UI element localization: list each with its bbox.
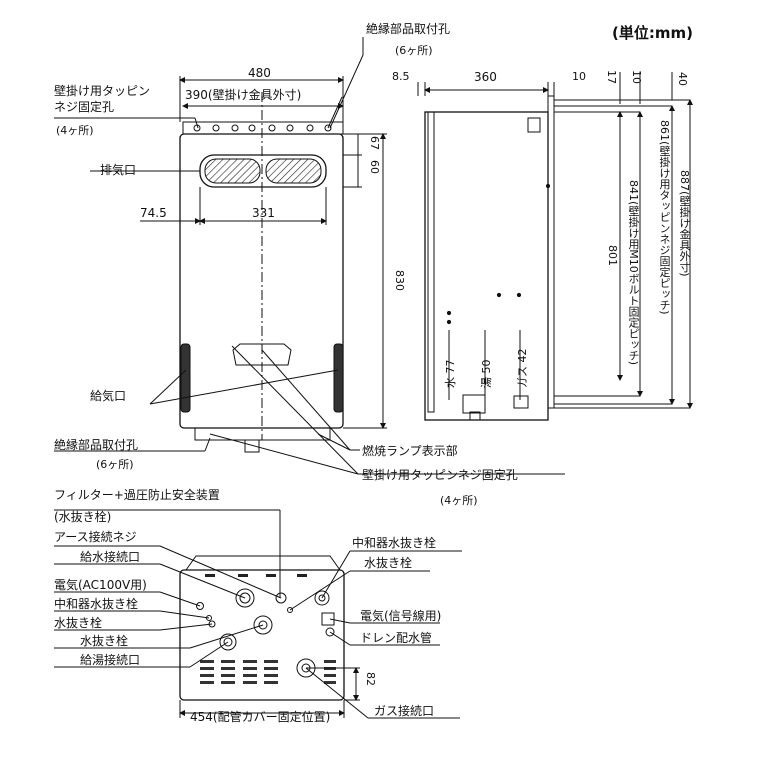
dim-height: 830 (393, 270, 406, 291)
bottom-slots (205, 574, 307, 577)
exhaust-label: 排気口 (100, 163, 137, 177)
power-signal-label: 電気(信号線用) (360, 609, 442, 623)
earth-screw-port (275, 592, 287, 604)
bottom-fittings (194, 427, 331, 441)
burn-lamp-window (232, 343, 292, 366)
bottom-body (179, 569, 345, 701)
wall-screw-label-2: ネジ固定孔 (54, 100, 115, 114)
dim-841: 841(壁掛け用M10ボルト固定ピッチ) (627, 180, 640, 366)
leader-intake-l (149, 369, 187, 405)
cover-pos-label: 454(配管カバー固定位置) (190, 710, 331, 724)
insulation-bottom-label: 絶縁部品取付孔 (54, 438, 139, 452)
dim-10a: 10 (572, 70, 586, 83)
insulation-top-label: 絶縁部品取付孔 (366, 22, 451, 36)
top-bracket (182, 121, 344, 135)
wall-screw-label-1: 壁掛け用タッピン (54, 84, 151, 98)
unit-label: (単位:mm) (612, 24, 693, 42)
dim-861: 861(壁掛け用タッピンネジ固定ピッチ) (658, 120, 671, 315)
leader-intake-r (149, 369, 339, 405)
dim-67: 67 (368, 136, 381, 150)
dim-width: 480 (248, 66, 271, 80)
dim-60: 60 (368, 160, 381, 174)
insulation-top-count: (6ヶ所) (395, 44, 433, 57)
side-top-fitting (527, 117, 541, 133)
dim-360: 360 (474, 70, 497, 84)
insulation-bottom-count: (6ヶ所) (96, 458, 134, 471)
drain-plug-1-label: 水抜き栓 (54, 616, 103, 630)
dim-10b: 10 (630, 70, 643, 84)
intake-label: 給気口 (90, 389, 127, 403)
bottom-top-edge (185, 555, 341, 571)
hot-dim: 湯 50 (480, 359, 493, 389)
dim-17: 17 (605, 70, 618, 84)
neutralizer-port (314, 590, 330, 606)
water-supply-port (235, 588, 255, 608)
dim-bracket: 390(壁掛け金具外寸) (185, 88, 302, 102)
neutralizer-right-label: 中和器水抜き栓 (352, 536, 437, 550)
wall-screw-right-count: (4ヶ所) (440, 494, 478, 507)
gas-dim: ガス 42 (516, 348, 529, 389)
drain-plug-2-label: 水抜き栓 (80, 634, 129, 648)
bottom-pipe (244, 439, 260, 453)
dim-left-offset: 74.5 (140, 206, 167, 220)
bottom-view (54, 509, 462, 719)
side-bracket (547, 95, 555, 409)
side-view (417, 72, 693, 421)
dim-exhaust-width: 331 (252, 206, 275, 220)
intake-right (333, 343, 344, 413)
dim-801: 801 (606, 245, 619, 266)
gas-inlet-label: ガス接続口 (374, 704, 435, 718)
hot-outlet-port (219, 633, 237, 651)
earth-screw-label: アース接続ネジ (54, 530, 137, 544)
exhaust-grille-left (204, 158, 261, 184)
dim-887: 887(壁掛け金具外寸) (678, 170, 691, 277)
exhaust-grille-right (265, 158, 322, 184)
side-back-strip (427, 111, 435, 413)
wall-screw-right-label: 壁掛け用タッピンネジ固定孔 (362, 468, 518, 482)
leader-insulation-top (329, 54, 364, 129)
signal-port (321, 612, 335, 626)
burn-lamp-label: 燃焼ランプ表示部 (362, 444, 458, 458)
power-port (196, 602, 204, 610)
side-gas-fitting (513, 395, 529, 409)
wall-screw-count: (4ヶ所) (56, 124, 94, 137)
dim-82: 82 (364, 672, 377, 686)
dim-8-5: 8.5 (392, 70, 410, 83)
filter-label: フィルター+過圧防止安全装置 (54, 488, 220, 502)
water-supply-label: 給水接続口 (80, 550, 141, 564)
drain-pipe-label: ドレン配水管 (360, 631, 433, 645)
side-water-fitting (462, 394, 486, 414)
drain-port (325, 627, 335, 637)
side-pipe (469, 411, 481, 421)
dim-40: 40 (676, 72, 689, 86)
power-ac-label: 電気(AC100V用) (54, 578, 147, 592)
hot-outlet-label: 給湯接続口 (80, 653, 141, 667)
leader-burn-lamp (261, 349, 351, 451)
filter-port (253, 615, 273, 635)
neutralizer-left-label: 中和器水抜き栓 (54, 597, 139, 611)
bottom-vents (200, 660, 336, 684)
filter-drain-label: (水抜き栓) (54, 510, 112, 524)
water-dim: 水 77 (444, 359, 457, 389)
front-view (54, 37, 565, 475)
drain-plug-right-label: 水抜き栓 (364, 556, 413, 570)
leader-wall-screw-r (231, 345, 359, 475)
intake-left (180, 343, 191, 413)
